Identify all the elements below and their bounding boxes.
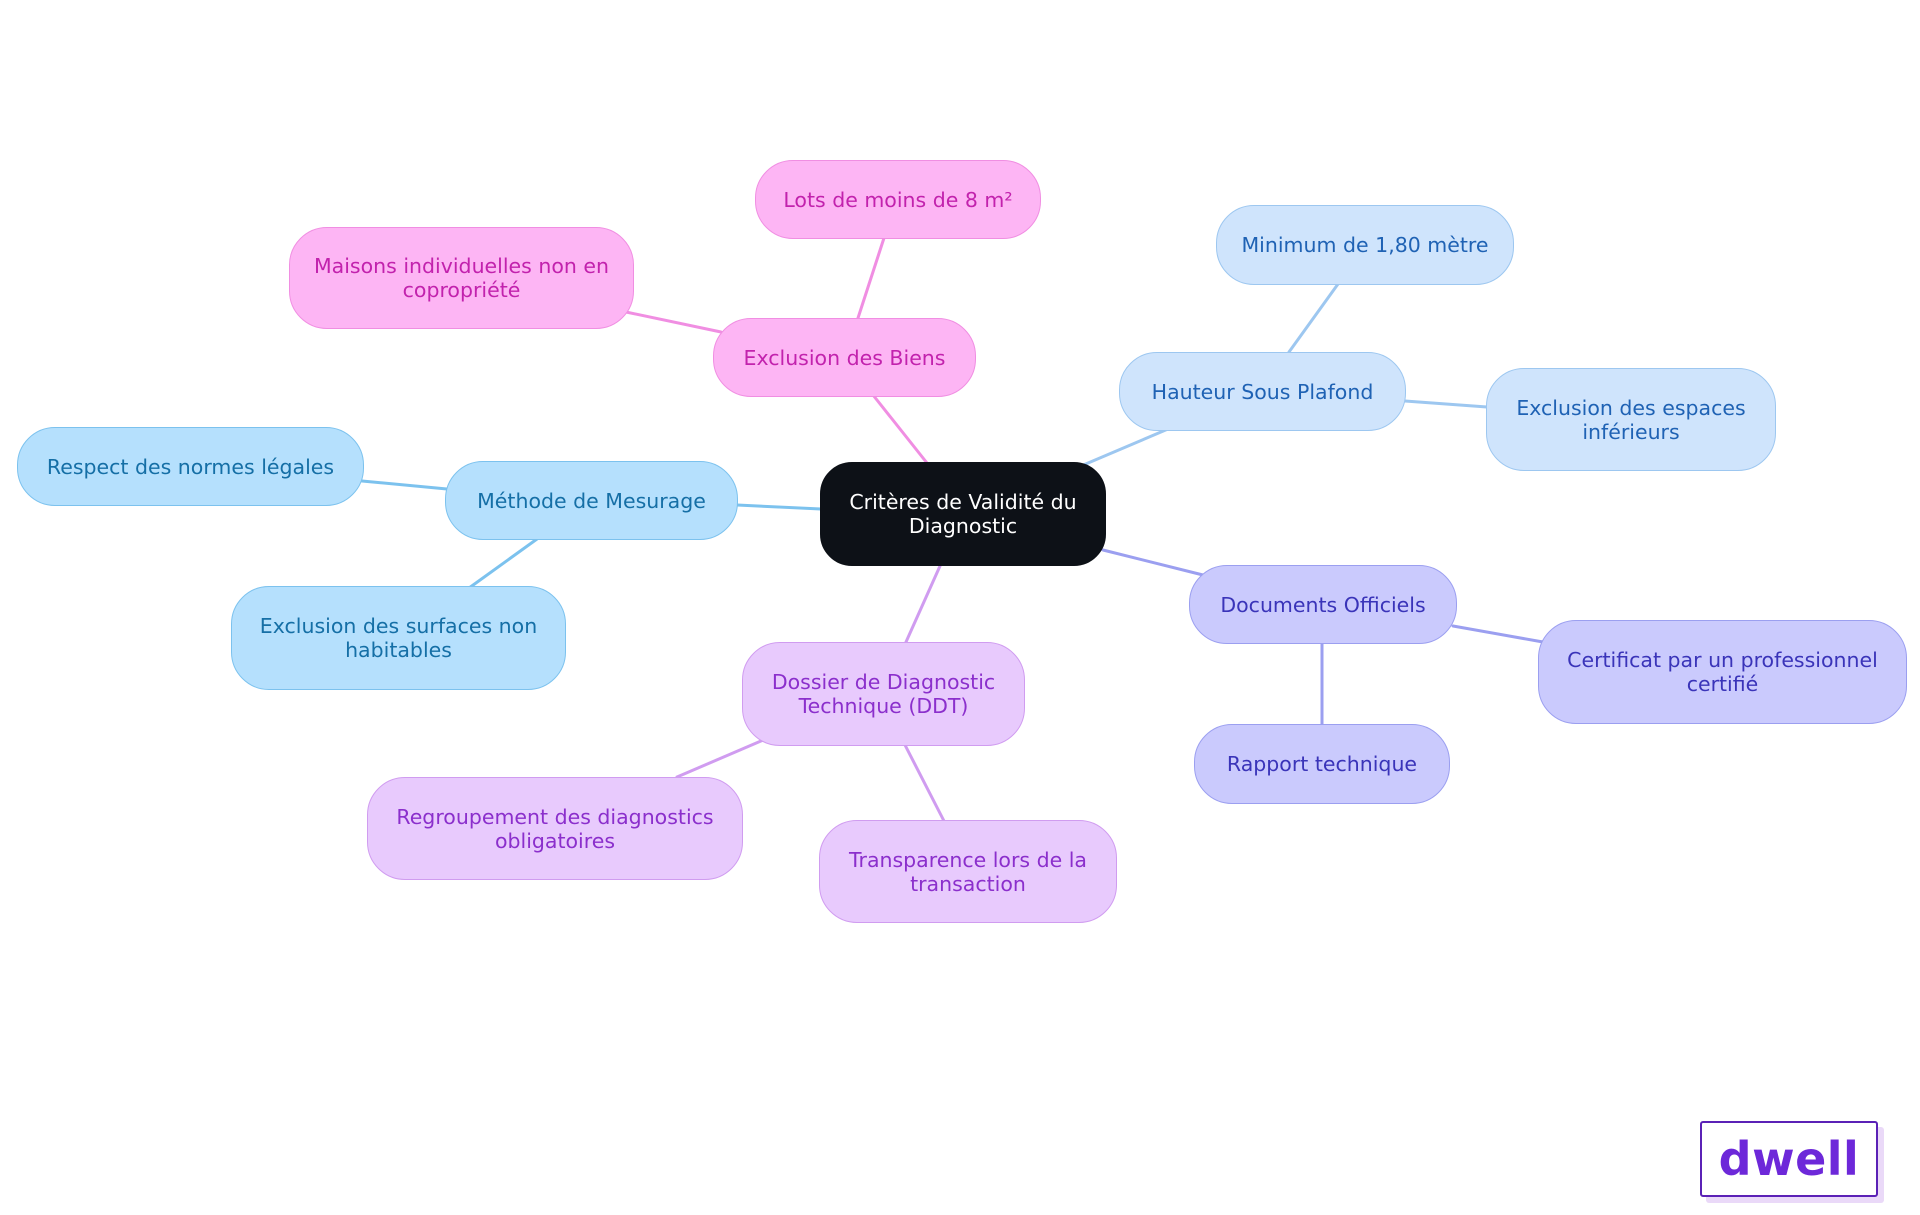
node-label-minimum: Minimum de 1,80 mètre bbox=[1241, 233, 1489, 257]
edge-root-documents bbox=[1101, 548, 1205, 577]
node-label-regroupement: Regroupement des diagnostics obligatoire… bbox=[396, 804, 714, 853]
node-regroupement: Regroupement des diagnostics obligatoire… bbox=[367, 777, 743, 880]
edge-root-exclusion-biens bbox=[871, 393, 929, 465]
node-label-maisons: Maisons individuelles non en copropriété bbox=[313, 254, 610, 302]
node-maisons: Maisons individuelles non en copropriété bbox=[289, 227, 634, 329]
edge-root-hauteur bbox=[1079, 427, 1170, 468]
node-label-root: Critères de Validité du Diagnostic bbox=[849, 490, 1077, 538]
node-surfaces: Exclusion des surfaces non habitables bbox=[231, 586, 566, 690]
node-espaces: Exclusion des espaces inférieurs bbox=[1486, 368, 1776, 471]
node-label-lots: Lots de moins de 8 m² bbox=[783, 187, 1013, 212]
node-root: Critères de Validité du Diagnostic bbox=[820, 462, 1106, 566]
node-label-hauteur: Hauteur Sous Plafond bbox=[1151, 379, 1374, 404]
edge-mesurage-surfaces bbox=[467, 537, 539, 590]
node-label-espaces: Exclusion des espaces inférieurs bbox=[1516, 395, 1746, 444]
node-label-normes: Respect des normes légales bbox=[46, 454, 335, 479]
node-hauteur: Hauteur Sous Plafond bbox=[1119, 352, 1406, 431]
node-documents: Documents Officiels bbox=[1189, 565, 1457, 644]
edge-documents-certificat bbox=[1451, 624, 1545, 644]
node-rapport: Rapport technique bbox=[1194, 724, 1450, 804]
node-lots: Lots de moins de 8 m² bbox=[755, 160, 1041, 239]
node-label-surfaces: Exclusion des surfaces non habitables bbox=[259, 614, 538, 662]
node-normes: Respect des normes légales bbox=[17, 427, 364, 506]
logo-text: dwell bbox=[1718, 1132, 1860, 1186]
node-label-mesurage: Méthode de Mesurage bbox=[477, 488, 706, 513]
edge-mesurage-normes bbox=[360, 479, 449, 491]
node-label-documents: Documents Officiels bbox=[1220, 592, 1426, 617]
node-ddt: Dossier de Diagnostic Technique (DDT) bbox=[742, 642, 1025, 746]
edge-root-ddt bbox=[904, 564, 942, 644]
edge-hauteur-minimum bbox=[1287, 282, 1340, 354]
dwell-logo: dwell bbox=[1700, 1121, 1878, 1197]
node-label-rapport: Rapport technique bbox=[1226, 752, 1418, 776]
edge-ddt-transparence bbox=[903, 743, 946, 823]
edge-exclusion-biens-maisons bbox=[624, 310, 723, 334]
node-minimum: Minimum de 1,80 mètre bbox=[1216, 205, 1514, 285]
node-certificat: Certificat par un professionnel certifié bbox=[1538, 620, 1907, 724]
node-label-ddt: Dossier de Diagnostic Technique (DDT) bbox=[771, 670, 996, 718]
edge-root-mesurage bbox=[735, 503, 823, 511]
edge-hauteur-espaces bbox=[1403, 399, 1489, 409]
node-label-exclusion-biens: Exclusion des Biens bbox=[743, 345, 946, 370]
edge-exclusion-biens-lots bbox=[856, 236, 886, 320]
edge-ddt-regroupement bbox=[675, 736, 770, 779]
node-mesurage: Méthode de Mesurage bbox=[445, 461, 738, 540]
node-exclusion-biens: Exclusion des Biens bbox=[713, 318, 976, 397]
node-label-transparence: Transparence lors de la transaction bbox=[849, 847, 1087, 896]
node-label-certificat: Certificat par un professionnel certifié bbox=[1567, 648, 1878, 696]
node-transparence: Transparence lors de la transaction bbox=[819, 820, 1117, 923]
